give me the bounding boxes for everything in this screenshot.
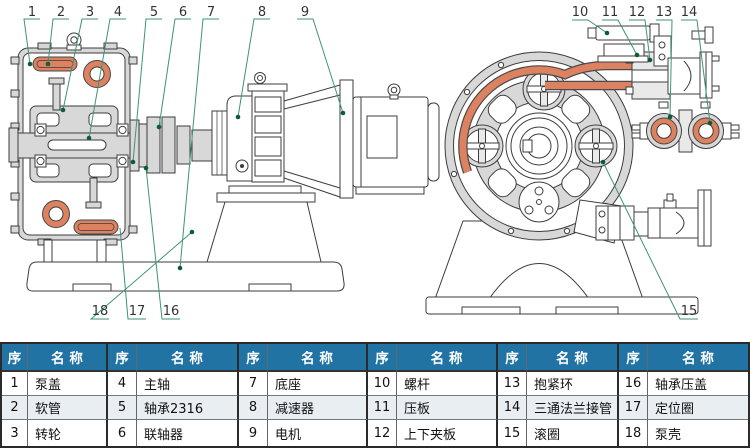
part-name: 软管 xyxy=(28,396,108,420)
callout-label-10: 10 xyxy=(572,5,589,20)
callout-label-2: 2 xyxy=(57,5,65,20)
part-no: 1 xyxy=(2,372,28,396)
part-no: 13 xyxy=(498,372,527,396)
header-name-4: 名 称 xyxy=(397,344,498,372)
roller-ring-left xyxy=(460,124,504,168)
header-no-6: 序 xyxy=(619,344,648,372)
callout-label-13: 13 xyxy=(656,5,673,20)
callout-label-15: 15 xyxy=(681,304,698,319)
parts-table: 序 名 称 序 名 称 序 名 称 序 名 称 序 名 称 序 名 称 1 泵盖… xyxy=(0,342,750,448)
part-no: 10 xyxy=(368,372,397,396)
pump-side-view xyxy=(8,32,440,292)
part-no: 15 xyxy=(498,420,527,446)
callout-leaders xyxy=(23,18,711,320)
part-no: 14 xyxy=(498,396,527,420)
part-name: 三通法兰接管 xyxy=(527,396,619,420)
header-no-5: 序 xyxy=(498,344,527,372)
callout-label-4: 4 xyxy=(114,5,122,20)
callout-label-5: 5 xyxy=(150,5,158,20)
callout-label-1: 1 xyxy=(28,5,36,20)
pump-diagram: 1 2 3 4 5 6 7 8 9 10 11 12 13 14 15 16 1… xyxy=(8,5,740,320)
header-no-1: 序 xyxy=(2,344,28,372)
part-no: 7 xyxy=(239,372,268,396)
part-no: 2 xyxy=(2,396,28,420)
part-name: 螺杆 xyxy=(397,372,498,396)
callout-label-18: 18 xyxy=(92,304,109,319)
part-no: 17 xyxy=(619,396,648,420)
part-name: 联轴器 xyxy=(137,420,239,446)
part-name: 滚圈 xyxy=(527,420,619,446)
callout-label-12: 12 xyxy=(629,5,646,20)
header-name-2: 名 称 xyxy=(137,344,239,372)
callout-label-14: 14 xyxy=(681,5,698,20)
callout-label-9: 9 xyxy=(301,5,309,20)
part-name: 上下夹板 xyxy=(397,420,498,446)
callout-label-17: 17 xyxy=(129,304,146,319)
rotor-wheel-front xyxy=(472,79,606,223)
header-name-3: 名 称 xyxy=(268,344,368,372)
part-no: 8 xyxy=(239,396,268,420)
header-no-2: 序 xyxy=(108,344,137,372)
part-name: 抱紧环 xyxy=(527,372,619,396)
keyway xyxy=(522,139,533,153)
part-no: 16 xyxy=(619,372,648,396)
part-no: 4 xyxy=(108,372,137,396)
callout-label-6: 6 xyxy=(179,5,187,20)
part-name: 泵盖 xyxy=(28,372,108,396)
part-name: 压板 xyxy=(397,396,498,420)
coupling xyxy=(129,116,215,174)
part-name: 电机 xyxy=(268,420,368,446)
part-no: 5 xyxy=(108,396,137,420)
part-no: 12 xyxy=(368,420,397,446)
callout-label-8: 8 xyxy=(258,5,266,20)
eye-bolt-icon xyxy=(66,32,82,51)
part-name: 主轴 xyxy=(137,372,239,396)
callout-label-11: 11 xyxy=(602,5,619,20)
part-no: 9 xyxy=(239,420,268,446)
part-name: 转轮 xyxy=(28,420,108,446)
part-name: 定位圈 xyxy=(648,396,748,420)
base-frame xyxy=(26,185,345,292)
part-name: 轴承压盖 xyxy=(648,372,748,396)
part-no: 11 xyxy=(368,396,397,420)
main-shaft xyxy=(8,127,151,163)
callout-labels: 1 2 3 4 5 6 7 8 9 10 11 12 13 14 15 16 1… xyxy=(28,5,697,319)
part-no: 6 xyxy=(108,420,137,446)
callout-dots xyxy=(27,30,713,271)
electric-motor xyxy=(352,83,440,195)
header-name-6: 名 称 xyxy=(648,344,748,372)
part-name: 轴承2316 xyxy=(137,396,239,420)
header-no-4: 序 xyxy=(368,344,397,372)
header-name-1: 名 称 xyxy=(28,344,108,372)
discharge-assembly xyxy=(573,189,712,247)
part-no: 18 xyxy=(619,420,648,446)
bearing-2316 xyxy=(34,123,129,168)
header-no-3: 序 xyxy=(239,344,268,372)
callout-label-7: 7 xyxy=(207,5,215,20)
tee-flange-connector xyxy=(631,101,740,153)
hose-sections xyxy=(32,56,119,235)
part-name: 底座 xyxy=(268,372,368,396)
part-name: 泵壳 xyxy=(655,427,682,443)
part-name: 减速器 xyxy=(268,396,368,420)
callout-label-16: 16 xyxy=(163,304,180,319)
part-no: 3 xyxy=(2,420,28,446)
speed-reducer xyxy=(211,72,354,199)
stand xyxy=(425,220,699,315)
callout-label-3: 3 xyxy=(86,5,94,20)
header-name-5: 名 称 xyxy=(527,344,619,372)
top-pipe-flange xyxy=(667,51,720,99)
pump-front-view xyxy=(425,23,740,315)
roller-ring-right xyxy=(574,124,618,168)
